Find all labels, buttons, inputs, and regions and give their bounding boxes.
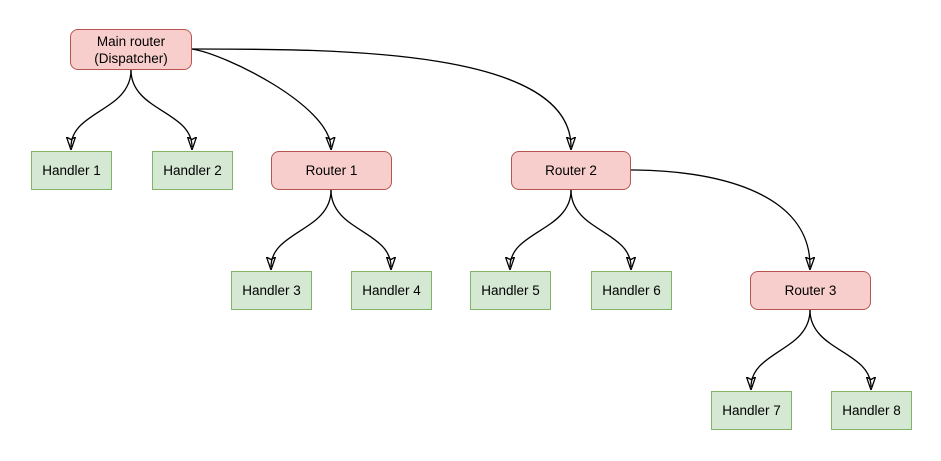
edge-main-to-router1 (191, 48, 331, 147)
node-handler-1: Handler 1 (31, 151, 112, 190)
edge-router2-to-handler6 (570, 189, 631, 267)
edge-router2-to-handler5 (510, 189, 572, 267)
edge-main-to-handler1 (71, 69, 132, 147)
edge-router3-to-handler7 (751, 309, 811, 387)
node-handler-7: Handler 7 (711, 391, 792, 430)
node-router-2: Router 2 (511, 151, 631, 190)
node-handler-3: Handler 3 (231, 271, 312, 310)
edge-main-to-router2 (191, 48, 571, 147)
edge-router1-to-handler4 (330, 189, 391, 267)
node-handler-4: Handler 4 (351, 271, 432, 310)
node-router-1: Router 1 (271, 151, 392, 190)
node-router-3: Router 3 (750, 271, 871, 310)
node-main-router: Main router (Dispatcher) (70, 29, 192, 70)
edge-main-to-handler2 (130, 69, 192, 147)
edge-router2-to-router3 (630, 169, 810, 267)
node-handler-8: Handler 8 (831, 391, 912, 430)
node-handler-2: Handler 2 (152, 151, 233, 190)
edge-router3-to-handler8 (809, 309, 871, 387)
node-handler-6: Handler 6 (591, 271, 672, 310)
edge-router1-to-handler3 (271, 189, 332, 267)
node-handler-5: Handler 5 (470, 271, 551, 310)
